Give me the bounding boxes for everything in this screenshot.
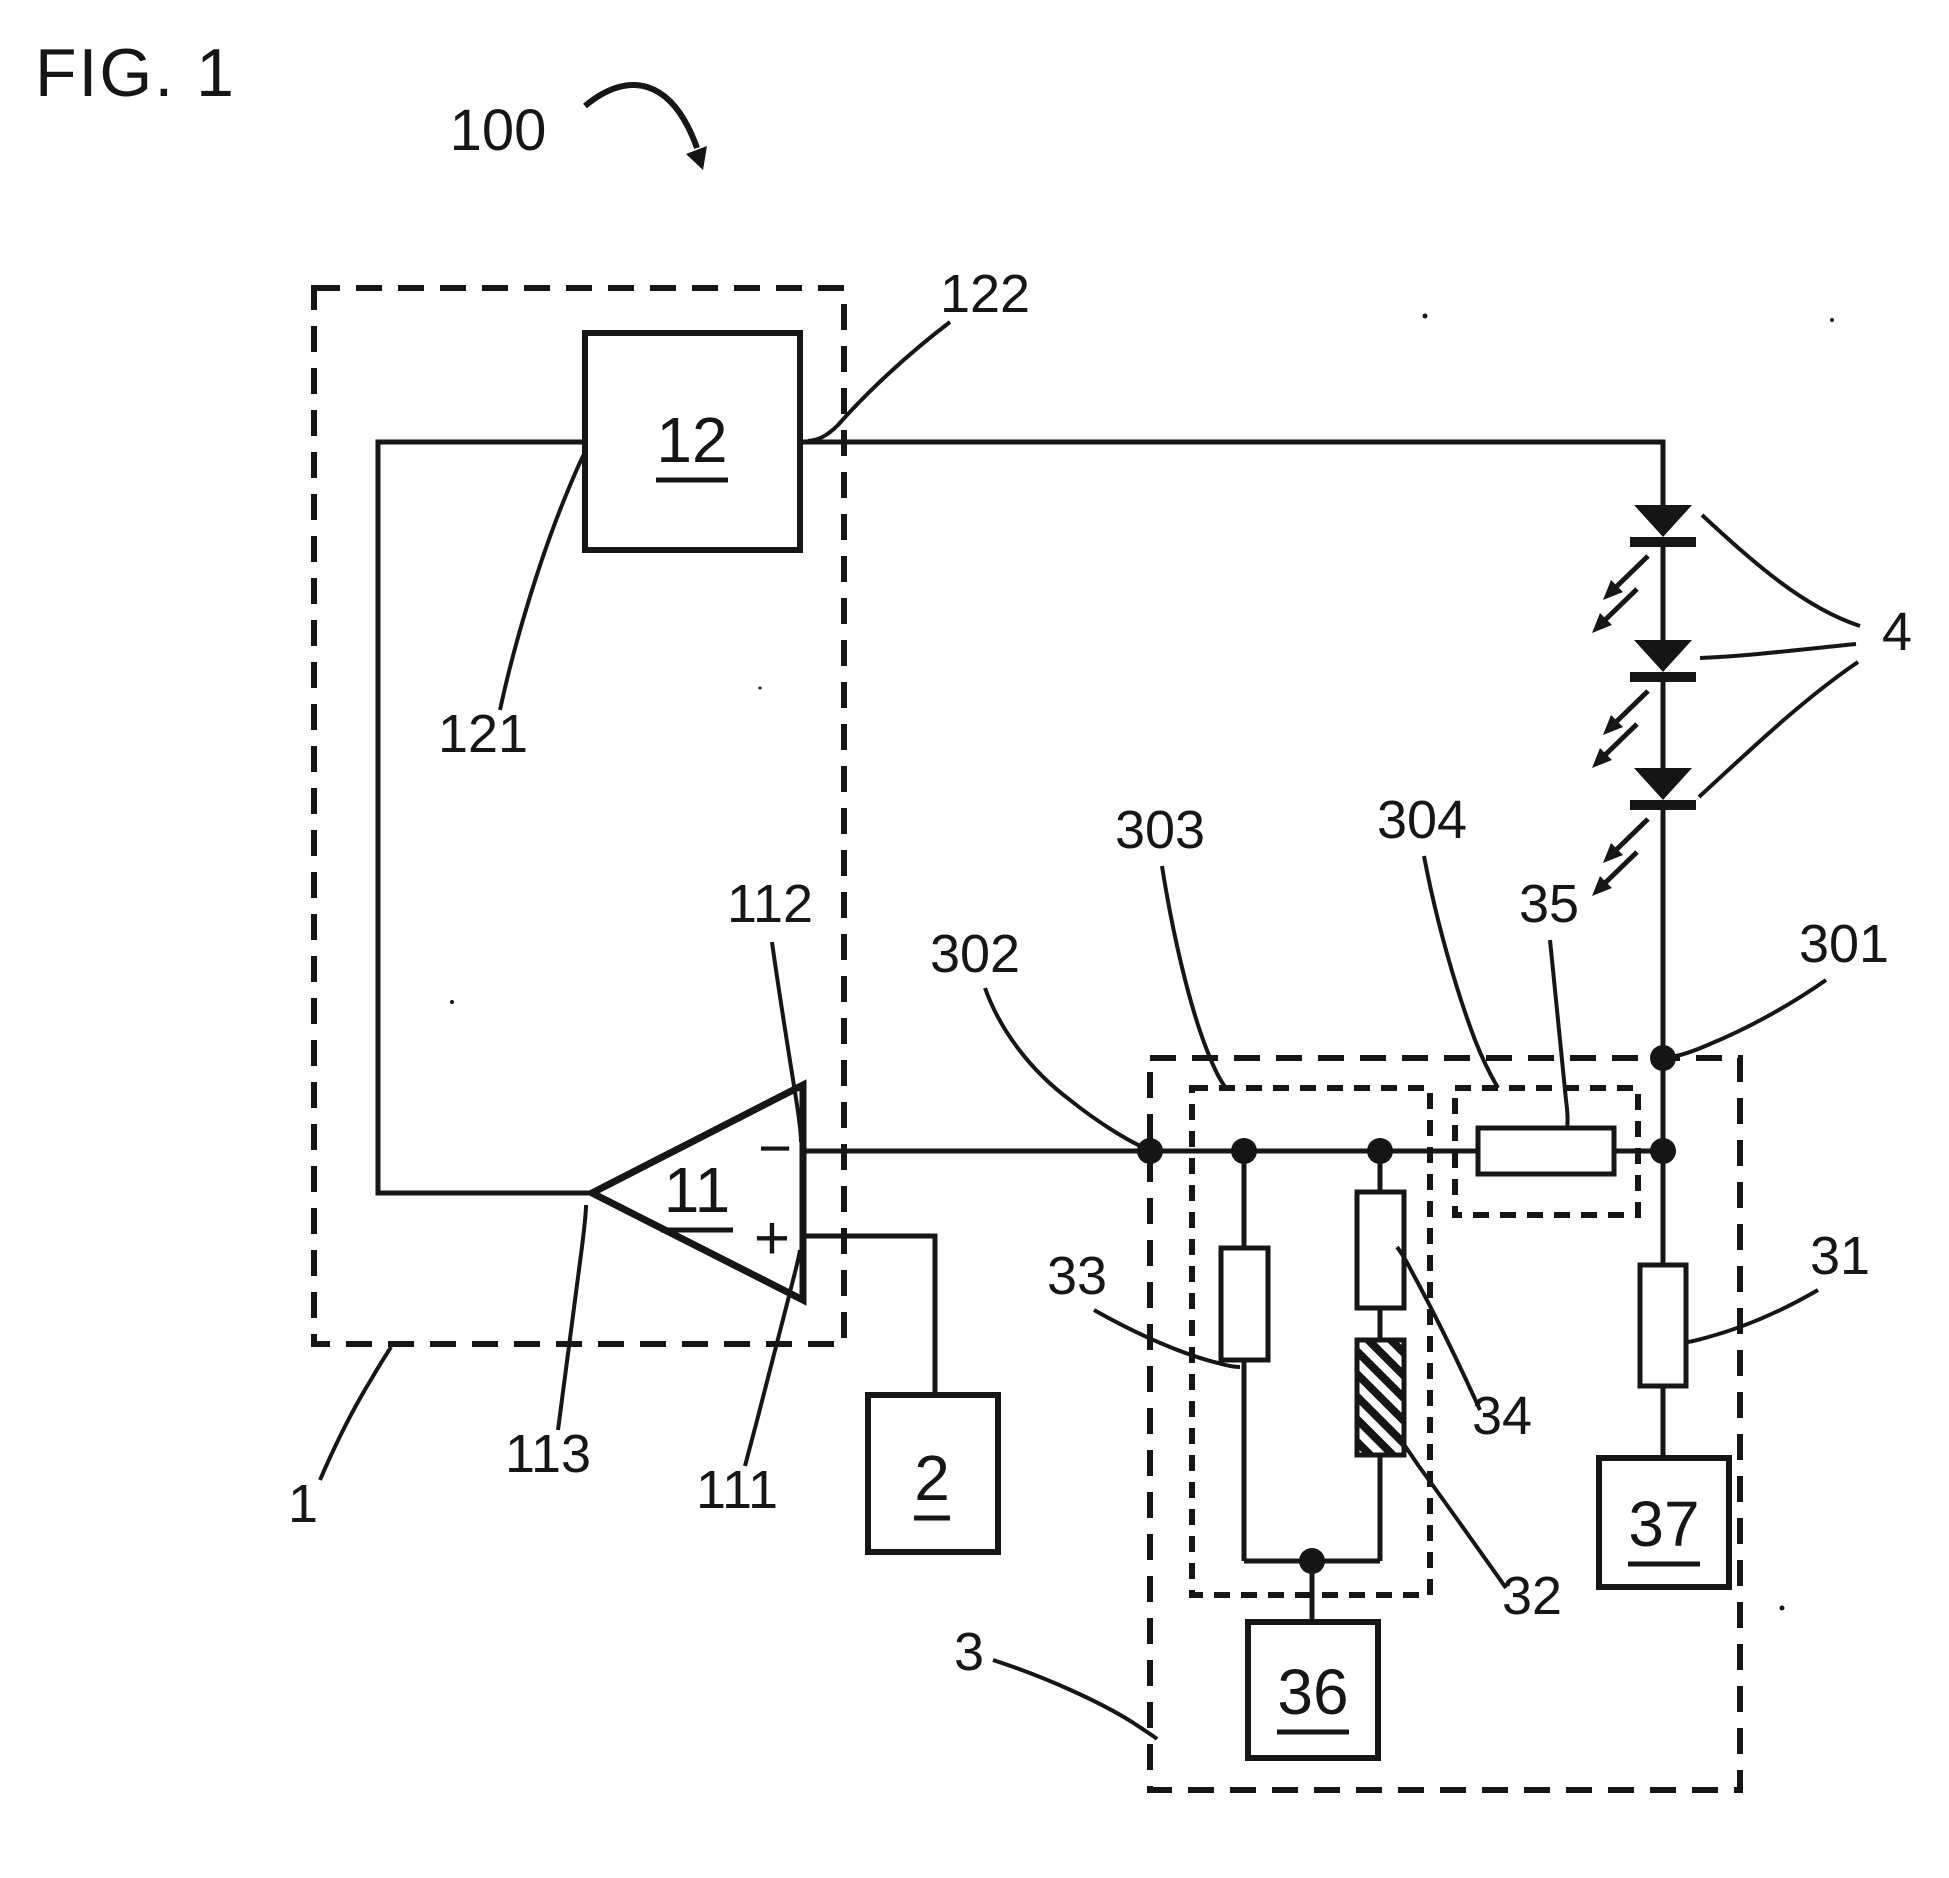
ref-34: 34 xyxy=(1472,1386,1532,1446)
figure-title: FIG. 1 xyxy=(35,35,236,111)
leader-113 xyxy=(556,1204,588,1431)
ref-111: 111 xyxy=(696,1460,778,1520)
led-3-emission-arrows xyxy=(1592,817,1650,896)
node-r35-led-dot xyxy=(1650,1138,1676,1164)
ref-301: 301 xyxy=(1799,914,1889,974)
block-36-label: 36 xyxy=(1277,1656,1348,1728)
ref-4: 4 xyxy=(1882,602,1912,662)
ref-33: 33 xyxy=(1047,1246,1107,1306)
block-36: 36 xyxy=(1245,1619,1381,1761)
node-r34-branch-dot xyxy=(1367,1138,1393,1164)
ref-32: 32 xyxy=(1502,1566,1562,1626)
block-37: 37 xyxy=(1596,1455,1732,1590)
wire-regulator-to-led xyxy=(800,439,1666,505)
ref-1: 1 xyxy=(288,1474,318,1534)
ref-35: 35 xyxy=(1519,874,1579,934)
resistor-35 xyxy=(1475,1125,1617,1177)
artifact-dot xyxy=(1830,318,1834,322)
minus-input-symbol: − xyxy=(758,1116,792,1181)
ref-31: 31 xyxy=(1810,1226,1870,1286)
resistor-33 xyxy=(1218,1245,1271,1363)
node-36-dot xyxy=(1299,1548,1325,1574)
system-ref-arrow xyxy=(583,82,707,170)
leader-301 xyxy=(1669,978,1828,1059)
ref-122: 122 xyxy=(940,264,1030,324)
led-2 xyxy=(1630,640,1696,682)
leader-3 xyxy=(992,1658,1159,1741)
leader-122 xyxy=(807,320,952,443)
leader-121 xyxy=(498,451,587,711)
block-12-label: 12 xyxy=(656,404,727,476)
artifact-dot xyxy=(758,686,762,690)
leader-111 xyxy=(743,1249,802,1467)
node-301-dot xyxy=(1650,1045,1676,1071)
leader-302 xyxy=(983,987,1148,1151)
subnet-304-boundary xyxy=(1452,1085,1641,1218)
led-1 xyxy=(1630,505,1696,547)
artifact-dot xyxy=(1779,1605,1785,1611)
leader-304 xyxy=(1422,855,1500,1089)
comparator-11: 11 − + xyxy=(584,1079,807,1306)
ref-113: 113 xyxy=(505,1424,591,1484)
thermistor-32 xyxy=(1354,1337,1407,1458)
plus-input-symbol: + xyxy=(754,1204,790,1273)
leader-112 xyxy=(770,941,803,1143)
leader-35 xyxy=(1548,939,1570,1129)
artifact-dot xyxy=(1422,313,1428,319)
leader-4-led3 xyxy=(1697,660,1860,799)
system-ref-label: 100 xyxy=(450,98,547,163)
driver-unit-1-boundary xyxy=(311,285,847,1347)
led-string-4 xyxy=(1592,505,1696,896)
led-1-emission-arrows xyxy=(1592,554,1650,633)
comparator-11-label: 11 xyxy=(664,1154,730,1226)
regulator-block-12: 12 xyxy=(582,330,803,553)
leader-4-led2 xyxy=(1699,642,1857,660)
resistor-31 xyxy=(1637,1262,1689,1389)
leader-31 xyxy=(1686,1288,1820,1344)
ref-112: 112 xyxy=(727,874,813,934)
leader-303 xyxy=(1160,865,1228,1090)
leader-34 xyxy=(1395,1245,1482,1411)
ref-3: 3 xyxy=(954,1622,984,1682)
led-2-emission-arrows xyxy=(1592,689,1650,768)
ref-121: 121 xyxy=(438,704,528,764)
leader-33 xyxy=(1093,1308,1241,1369)
leader-32 xyxy=(1397,1436,1508,1590)
resistor-34 xyxy=(1354,1189,1407,1311)
artifact-dot xyxy=(450,1000,454,1004)
leader-1 xyxy=(318,1345,393,1481)
node-r33-branch-dot xyxy=(1231,1138,1257,1164)
block-37-label: 37 xyxy=(1628,1488,1699,1560)
subnet-303-boundary xyxy=(1189,1085,1433,1598)
node-302-dot xyxy=(1137,1138,1163,1164)
wire-plus-input xyxy=(803,1233,938,1395)
ref-302: 302 xyxy=(930,924,1020,984)
network-3-boundary xyxy=(1147,1055,1743,1793)
leader-4-led1 xyxy=(1700,513,1861,628)
reference-source-2: 2 xyxy=(865,1392,1001,1555)
ref-304: 304 xyxy=(1377,790,1467,850)
block-2-label: 2 xyxy=(914,1442,950,1514)
ref-303: 303 xyxy=(1115,800,1205,860)
led-3 xyxy=(1630,768,1696,810)
wire-comparator-to-regulator xyxy=(375,439,592,1196)
